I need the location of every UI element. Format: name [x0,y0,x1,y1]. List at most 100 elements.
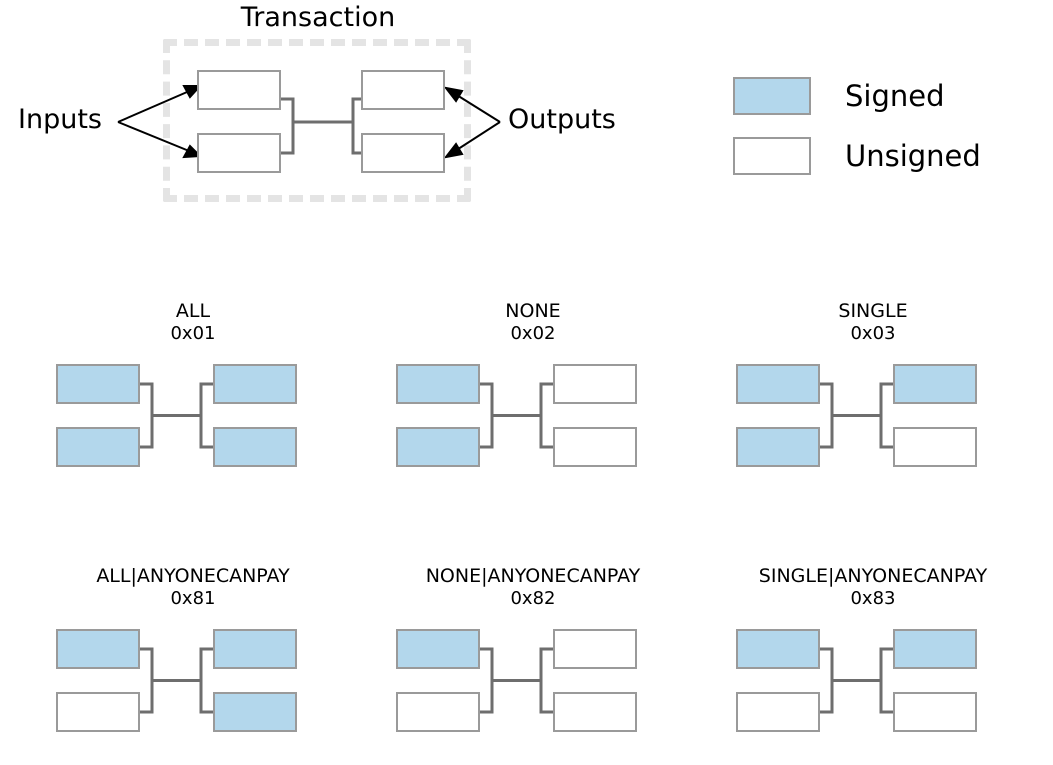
sighash-code: 0x81 [170,588,216,609]
connector-output-2 [879,415,893,449]
transaction-input-box-1 [197,70,281,110]
connector-output-2 [199,680,213,714]
connector-output-2 [539,680,553,714]
connector-input-2 [820,415,834,449]
sighash-output-box-2 [893,427,977,467]
transaction-title: Transaction [240,2,396,33]
sighash-name: SINGLE|ANYONECANPAY [758,565,988,587]
connector-output-1 [539,647,553,681]
sighash-code: 0x01 [170,323,216,344]
legend-item-signed: Signed [733,66,1033,126]
transaction-input-box-2 [197,133,281,173]
connector-output-2 [199,415,213,449]
connector-input-1 [820,647,834,681]
inputs-label: Inputs [18,104,102,135]
legend-item-unsigned: Unsigned [733,126,1033,186]
transaction-output-box-1 [361,70,445,110]
connector-input-2 [480,680,494,714]
sighash-connectors [480,647,553,714]
connector-output-1 [199,647,213,681]
sighash-connectors [140,382,213,449]
legend-swatch-unsigned [733,137,811,175]
sighash-connectors [140,647,213,714]
connector-output-1 [539,382,553,416]
sighash-output-box-2 [213,427,297,467]
sighash-input-box-1 [736,629,820,669]
outputs-label: Outputs [508,104,616,135]
sighash-name: ALL|ANYONECANPAY [96,565,290,587]
connector-input-2 [820,680,834,714]
sighash-output-box-1 [213,364,297,404]
sighash-output-box-2 [553,692,637,732]
connector-input-1 [140,382,154,416]
sighash-input-box-1 [736,364,820,404]
sighash-connectors [820,382,893,449]
sighash-input-box-2 [56,692,140,732]
sighash-name: SINGLE [838,300,908,322]
sighash-diagram [703,352,1043,492]
sighash-diagram [23,617,363,757]
sighash-input-box-1 [56,629,140,669]
transaction-boundary [163,39,471,202]
sighash-code: 0x03 [850,323,896,344]
sighash-diagram [363,617,703,757]
sighash-input-box-2 [736,692,820,732]
sighash-output-box-1 [893,364,977,404]
sighash-input-box-2 [396,692,480,732]
transaction-overview: Transaction Inputs Outputs [0,0,700,230]
sighash-diagram [703,617,1043,757]
connector-output-1 [879,382,893,416]
sighash-input-box-1 [396,629,480,669]
sighash-input-box-1 [56,364,140,404]
legend-label-signed: Signed [845,79,945,113]
sighash-connectors [820,647,893,714]
legend-label-unsigned: Unsigned [845,139,981,173]
sighash-output-box-2 [553,427,637,467]
sighash-name: NONE [505,300,561,322]
connector-output-1 [199,382,213,416]
connector-input-2 [140,415,154,449]
connector-input-2 [480,415,494,449]
sighash-input-box-2 [396,427,480,467]
sighash-output-box-2 [213,692,297,732]
sighash-code: 0x02 [510,323,556,344]
legend-swatch-signed [733,77,811,115]
sighash-connectors [480,382,553,449]
sighash-diagram [363,352,703,492]
sighash-input-box-1 [396,364,480,404]
sighash-output-box-1 [553,364,637,404]
sighash-output-box-2 [893,692,977,732]
sighash-code: 0x83 [850,588,896,609]
connector-input-2 [140,680,154,714]
sighash-input-box-2 [56,427,140,467]
sighash-name: ALL [175,300,211,322]
connector-output-2 [539,415,553,449]
connector-input-1 [480,647,494,681]
connector-input-1 [820,382,834,416]
sighash-code: 0x82 [510,588,556,609]
sighash-diagram [23,352,363,492]
connector-output-2 [879,680,893,714]
connector-output-1 [879,647,893,681]
sighash-output-box-1 [553,629,637,669]
connector-input-1 [480,382,494,416]
transaction-output-box-2 [361,133,445,173]
legend: Signed Unsigned [733,66,1033,186]
sighash-output-box-1 [213,629,297,669]
sighash-name: NONE|ANYONECANPAY [425,565,641,587]
sighash-output-box-1 [893,629,977,669]
connector-input-1 [140,647,154,681]
